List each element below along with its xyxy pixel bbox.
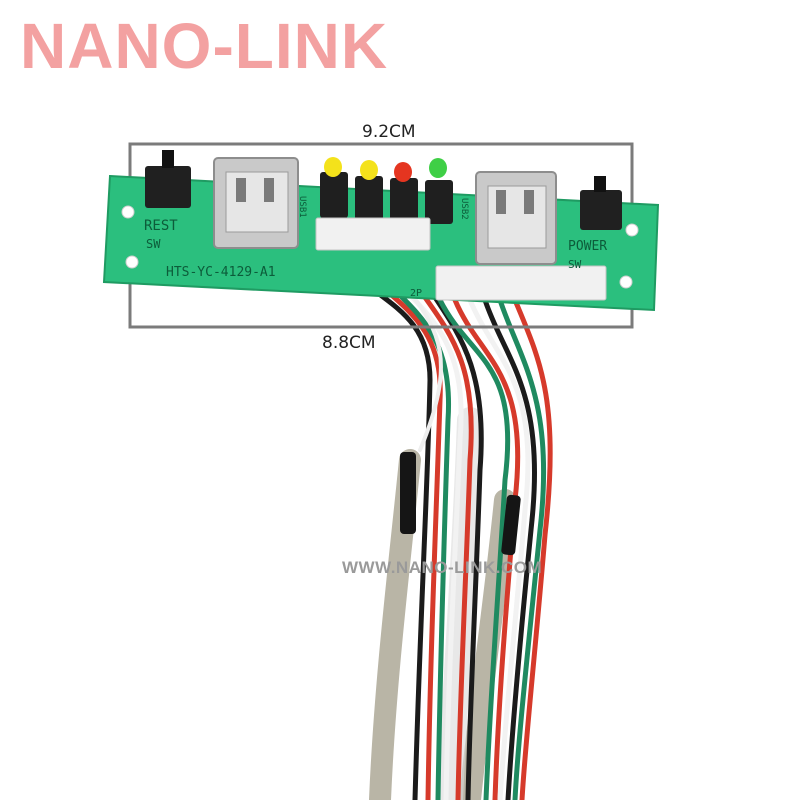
led-row [320,157,453,224]
dimension-top-label: 9.2CM [362,122,416,142]
reset-sw-label: SW [146,237,161,251]
usb-port-2 [475,171,557,265]
usb1-label: USB1 [297,196,307,218]
usb-port-1 [213,157,299,249]
power-switch [580,176,622,230]
power-label: POWER [568,239,607,254]
reset-switch [145,150,191,208]
dimension-bottom-label: 8.8CM [322,333,376,353]
website-watermark: WWW.NANO-LINK.COM [342,558,543,577]
power-sw-label: SW [568,258,582,271]
board-model-label: HTS-YC-4129-A1 [166,265,276,280]
reset-label: REST [144,218,178,234]
usb2-label: USB2 [459,198,469,220]
header-connector-large [435,265,607,301]
header-connector-small [315,217,431,251]
pin-label: 2P [410,288,422,299]
brand-logo: NANO-LINK [20,10,389,82]
